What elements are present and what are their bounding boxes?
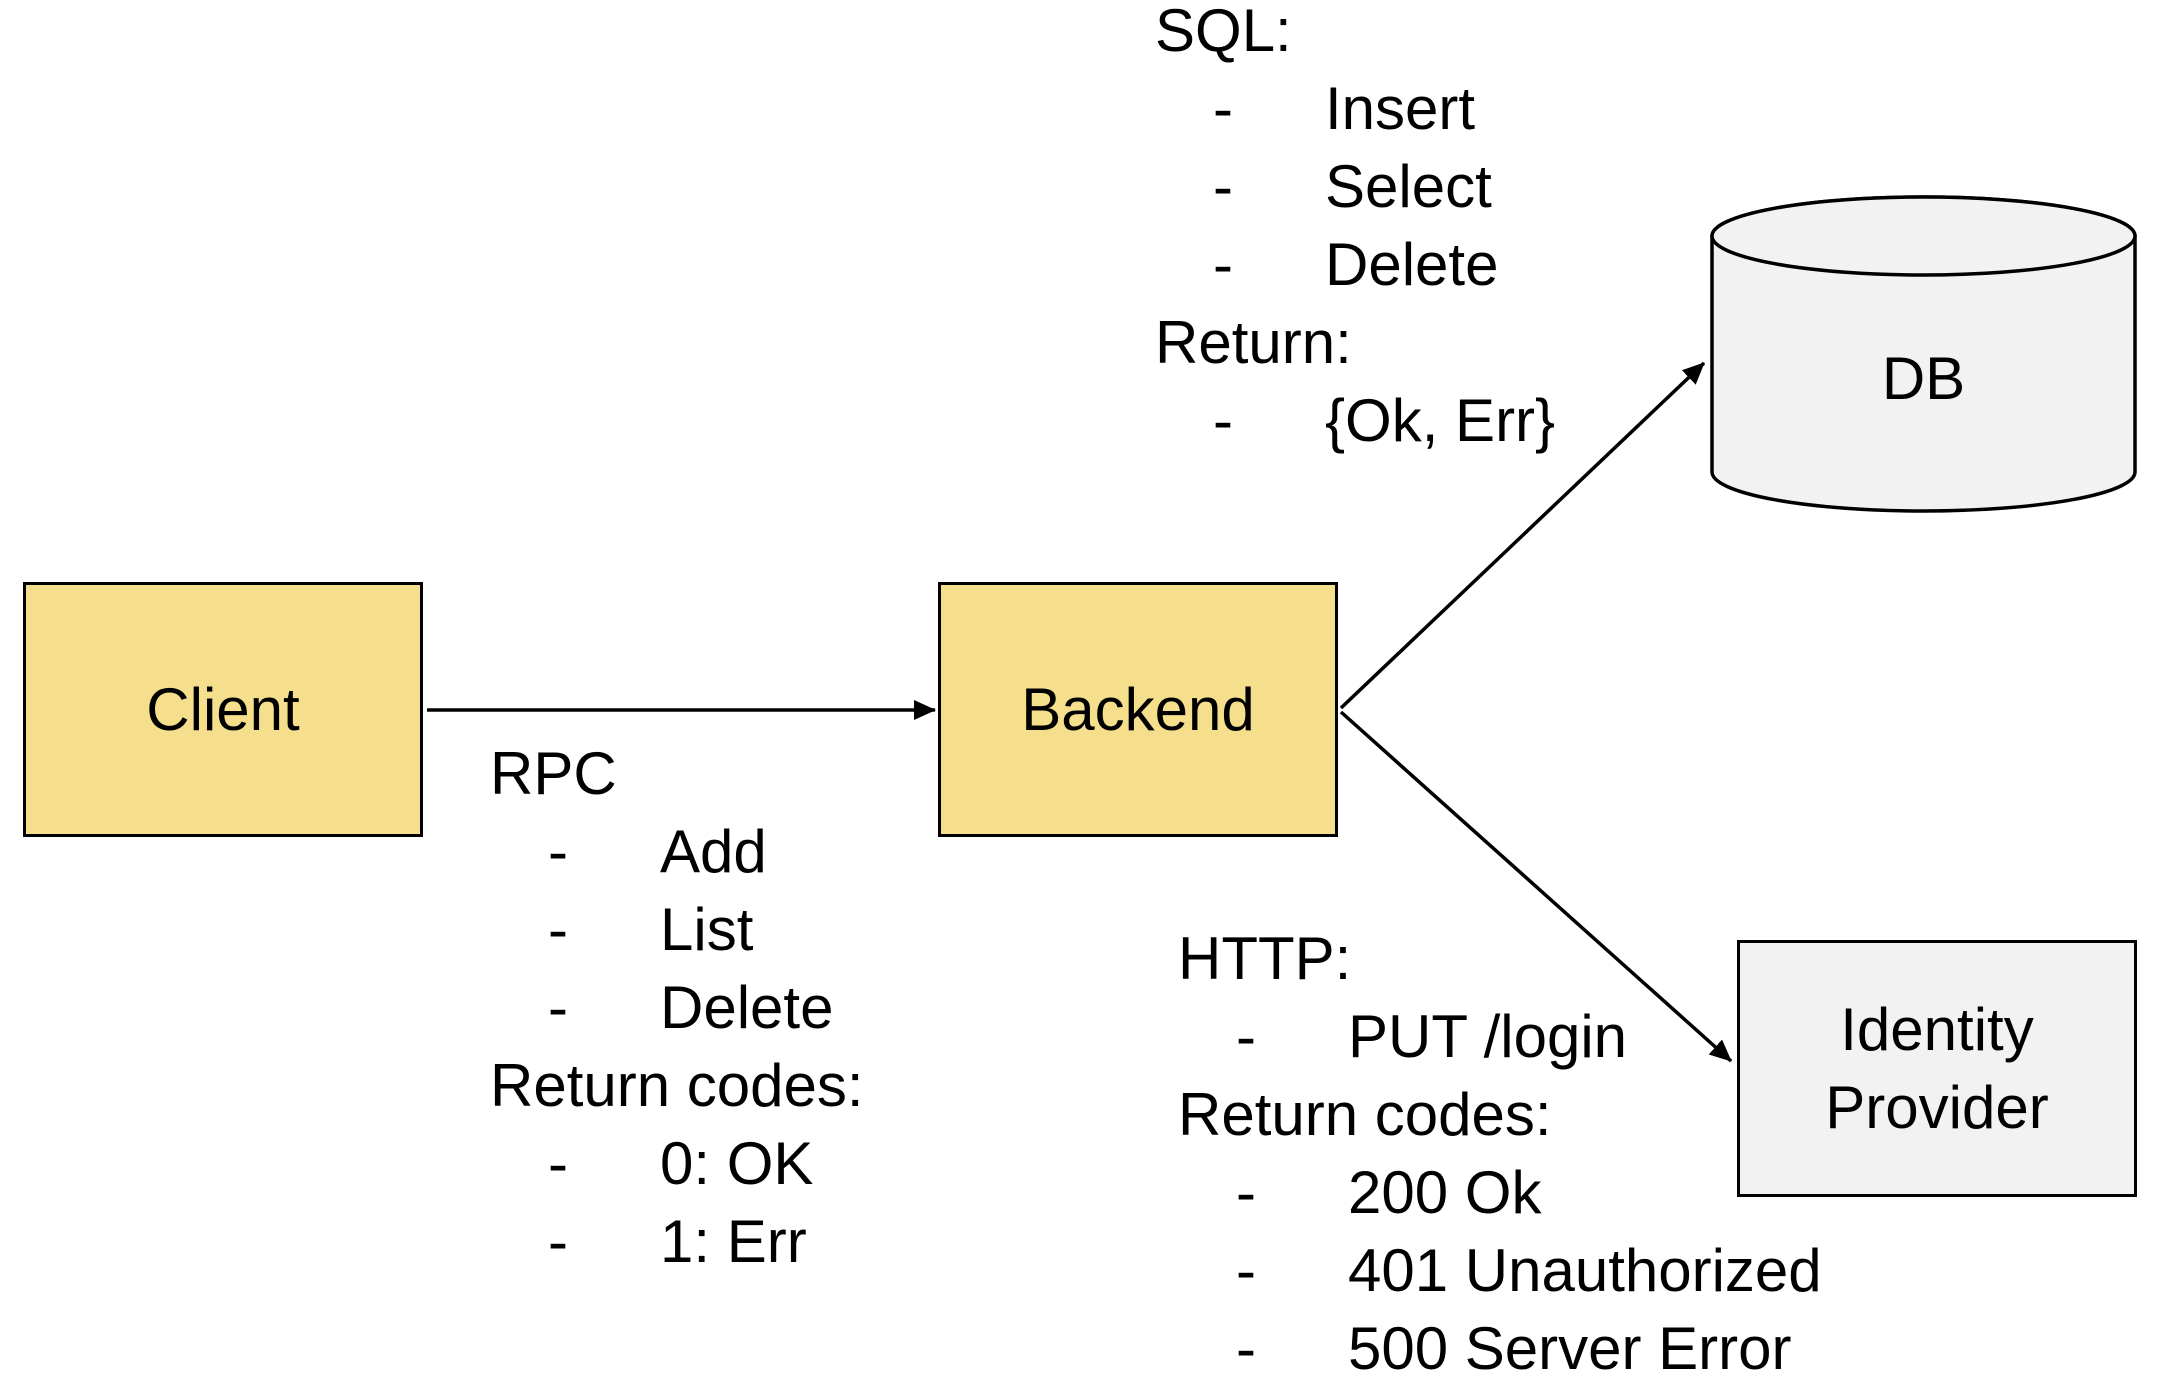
note-line-item: - 200 Ok [1178,1154,1822,1232]
note-line-item: - Insert [1155,70,1555,148]
note-line-label: Return codes: [490,1052,864,1119]
note-line-item: - 0: OK [490,1125,864,1203]
note-item-text: Add [660,818,767,885]
note-line-label: SQL: [1155,0,1292,64]
node-identity-provider: Identity Provider [1737,940,2137,1197]
note-line-label: Return codes: [1178,1081,1552,1148]
client-label: Client [146,675,300,743]
note-line-item: - Select [1155,148,1555,226]
note-line-item: - Add [490,813,864,891]
note-item-text: 401 Unauthorized [1348,1237,1822,1304]
edge-backend-db [1339,361,1706,710]
note-item-text: 1: Err [660,1208,807,1275]
note-line-label: HTTP: [1178,925,1352,992]
note-line-label: Return: [1155,309,1352,376]
bullet-dash: - [548,818,568,885]
note-line-item: - List [490,891,864,969]
note-line-item: - 1: Err [490,1203,864,1281]
note-item-text: Delete [660,974,834,1041]
bullet-dash: - [1236,1003,1256,1070]
note-item-text: Insert [1325,75,1476,142]
note-line-item: - Delete [1155,226,1555,304]
note-item-text: {Ok, Err} [1325,387,1556,454]
note-line-item: - PUT /login [1178,998,1822,1076]
note-line-item: - {Ok, Err} [1155,382,1555,460]
bullet-dash: - [548,974,568,1041]
bullet-dash: - [1213,153,1233,220]
bullet-dash: - [548,896,568,963]
note-item-text: Delete [1325,231,1499,298]
bullet-dash: - [1236,1315,1256,1382]
bullet-dash: - [1236,1159,1256,1226]
note-item-text: Select [1325,153,1492,220]
bullet-dash: - [1236,1237,1256,1304]
bullet-dash: - [1213,231,1233,298]
bullet-dash: - [1213,75,1233,142]
edge-backend-identity-provider [1339,710,1733,1063]
bullet-dash: - [1213,387,1233,454]
note-line-item: - 500 Server Error [1178,1310,1822,1388]
node-backend: Backend [938,582,1338,837]
db-label: DB [1881,345,1966,412]
note-item-text: 200 Ok [1348,1159,1542,1226]
backend-label: Backend [1021,675,1255,743]
note-item-text: PUT /login [1348,1003,1628,1070]
bullet-dash: - [548,1208,568,1275]
note-line-label: RPC [490,740,617,807]
node-db: DB [1710,195,2137,513]
note-line-item: - 401 Unauthorized [1178,1232,1822,1310]
note-item-text: 0: OK [660,1130,814,1197]
node-client: Client [23,582,423,837]
note-item-text: List [660,896,754,963]
note-line-item: - Delete [490,969,864,1047]
db-cylinder-shape [1710,195,2137,513]
bullet-dash: - [548,1130,568,1197]
note-item-text: 500 Server Error [1348,1315,1792,1382]
identity-provider-label: Identity Provider [1825,995,2049,1141]
